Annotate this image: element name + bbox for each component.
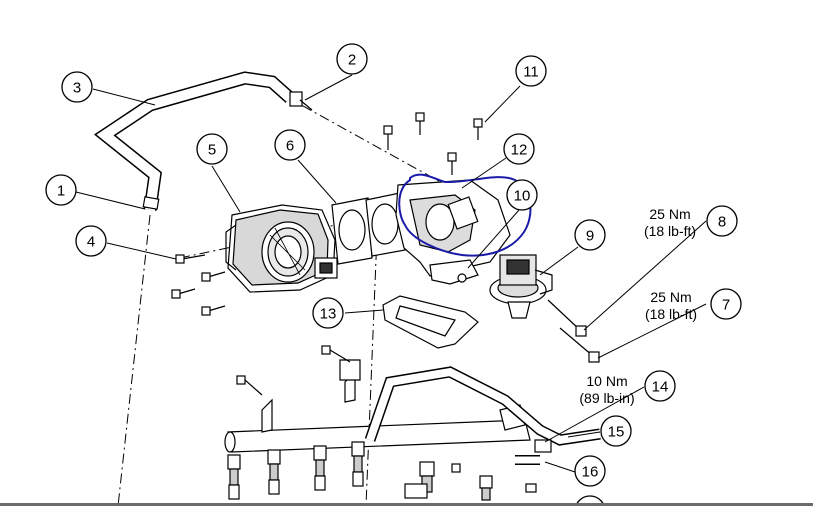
- callout-12: 12: [503, 133, 535, 165]
- callout-13: 13: [312, 297, 344, 329]
- injector-6: [479, 475, 493, 501]
- bolts: [171, 112, 600, 363]
- injector-1: [227, 454, 241, 500]
- injector-3: [313, 445, 327, 491]
- callout-9: 9: [574, 219, 606, 251]
- callout-8: 8: [706, 205, 738, 237]
- svg-text:13: 13: [320, 306, 337, 323]
- torque-spec-7: 25 Nm (18 lb-ft): [645, 289, 697, 322]
- svg-text:(18 lb-ft): (18 lb-ft): [644, 223, 696, 239]
- highlight-circle-annotation: [398, 173, 532, 257]
- svg-text:(18 lb-ft): (18 lb-ft): [645, 306, 697, 322]
- svg-text:11: 11: [523, 64, 539, 81]
- bolt-12: [447, 152, 457, 175]
- svg-text:12: 12: [511, 142, 528, 159]
- bolt-11b: [473, 118, 483, 140]
- bolt-c: [201, 305, 226, 316]
- svg-text:15: 15: [608, 424, 625, 441]
- svg-text:25 Nm: 25 Nm: [650, 289, 691, 305]
- svg-text:(89 lb-in): (89 lb-in): [579, 390, 634, 406]
- callout-6: 6: [274, 129, 306, 161]
- bolt-a: [201, 271, 226, 282]
- svg-text:9: 9: [586, 228, 594, 245]
- torque-spec-14: 10 Nm (89 lb-in): [579, 373, 634, 406]
- svg-text:2: 2: [348, 52, 356, 69]
- callout-3: 3: [61, 71, 93, 103]
- torque-spec-8: 25 Nm (18 lb-ft): [644, 206, 696, 239]
- svg-text:14: 14: [652, 379, 669, 396]
- svg-text:5: 5: [208, 142, 216, 159]
- leader-lines: [75, 74, 707, 473]
- fuel-rail: [224, 345, 531, 453]
- bolt-4: [175, 254, 206, 264]
- bolt-8: [547, 299, 587, 337]
- throttle-adapter: [395, 179, 511, 285]
- svg-text:10: 10: [514, 188, 531, 205]
- injector-5: [404, 461, 435, 499]
- svg-text:25 Nm: 25 Nm: [649, 206, 690, 222]
- callout-1: 1: [45, 174, 77, 206]
- svg-text:8: 8: [718, 214, 726, 231]
- svg-text:10 Nm: 10 Nm: [586, 373, 627, 389]
- bottom-bar: [0, 503, 813, 506]
- pcv-hose: [93, 71, 313, 211]
- bolt-b: [171, 288, 196, 299]
- callout-4: 4: [75, 225, 107, 257]
- callout-10: 10: [506, 179, 538, 211]
- svg-text:6: 6: [286, 138, 294, 155]
- egr-valve: [489, 254, 553, 319]
- injector-2: [267, 449, 281, 495]
- callout-15: 15: [600, 415, 632, 447]
- callout-7: 7: [710, 288, 742, 320]
- bolt-11a: [415, 112, 425, 135]
- svg-text:4: 4: [87, 234, 95, 251]
- svg-text:16: 16: [582, 464, 599, 481]
- svg-text:7: 7: [722, 297, 730, 314]
- callout-2: 2: [336, 43, 368, 75]
- svg-text:1: 1: [57, 183, 65, 200]
- svg-text:3: 3: [73, 80, 81, 97]
- fuel-supply-tube: [364, 366, 601, 465]
- callout-14: 14: [644, 370, 676, 402]
- gaskets: [331, 192, 479, 349]
- injector-4: [351, 441, 365, 487]
- throttle-body: [225, 204, 338, 293]
- injectors: [227, 441, 537, 501]
- callout-5: 5: [196, 133, 228, 165]
- bolt-11c: [383, 125, 393, 150]
- callout-11: 11: [515, 55, 547, 87]
- callout-16: 16: [574, 455, 606, 487]
